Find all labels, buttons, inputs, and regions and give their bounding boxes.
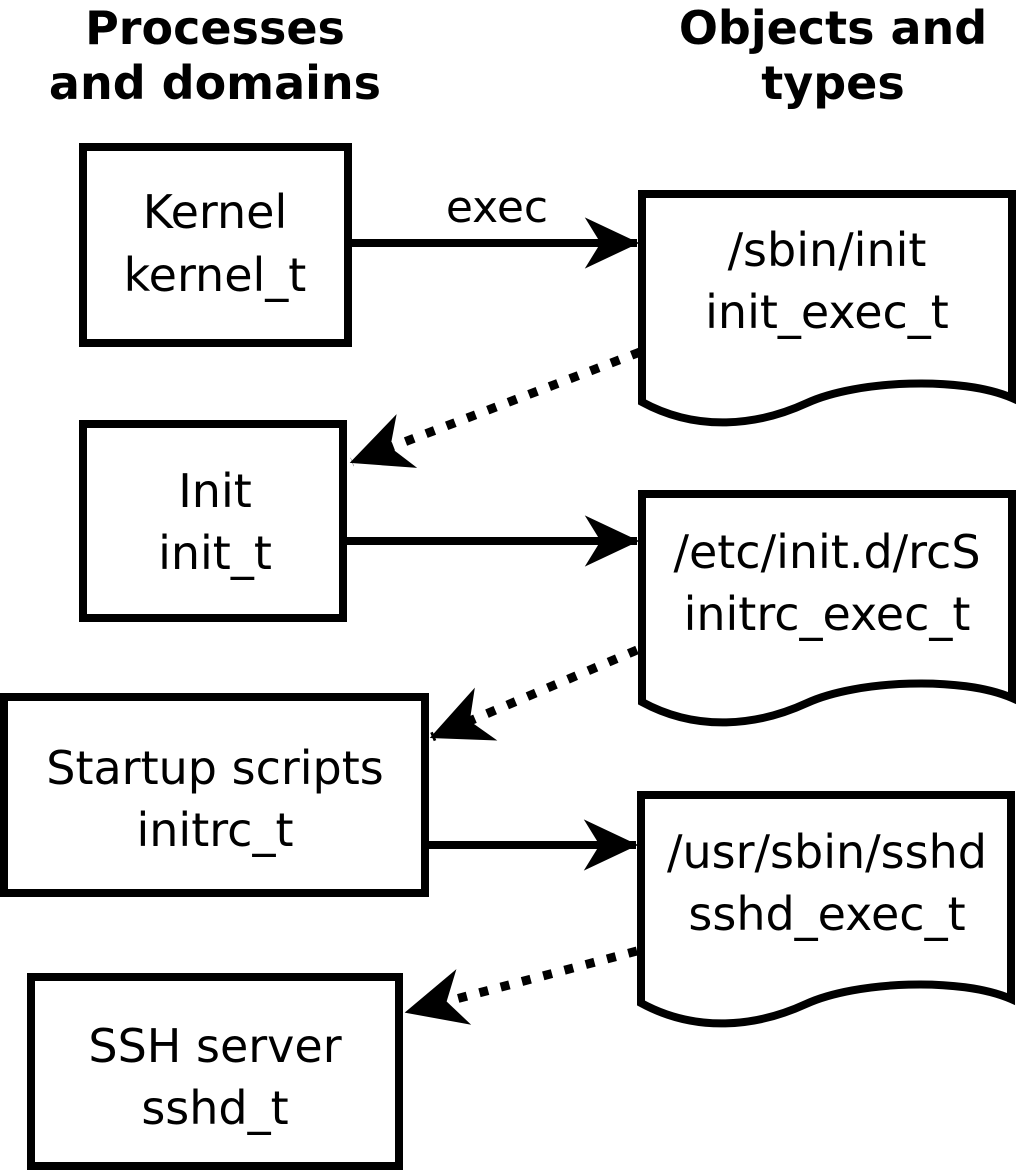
process-name: Startup scripts [46, 741, 384, 795]
process-domain: kernel_t [124, 248, 307, 302]
column-header-objects-line1: Objects and [679, 1, 987, 55]
process-box-init-rect [79, 420, 347, 622]
exec-arrow-label: exec [446, 182, 548, 233]
process-domain: sshd_t [141, 1081, 288, 1135]
object-path: /etc/init.d/rcS [673, 525, 980, 579]
process-box-init: Init init_t [79, 420, 347, 622]
object-type: initrc_exec_t [684, 587, 971, 641]
object-path: /sbin/init [728, 223, 927, 277]
transition-arrow-init-exec-to-init [349, 347, 642, 468]
process-name: SSH server [88, 1019, 341, 1073]
object-type: init_exec_t [705, 285, 949, 339]
object-doc-usr-sbin-sshd: /usr/sbin/sshd sshd_exec_t [641, 795, 1011, 1023]
column-header-objects: Objects and types [679, 1, 987, 110]
transition-arrow-sshd-exec-to-sshd [404, 946, 639, 1025]
process-box-kernel-rect [79, 143, 352, 347]
process-domain: init_t [158, 526, 272, 580]
process-box-kernel: Kernel kernel_t [79, 143, 352, 347]
process-name: Init [178, 464, 252, 518]
process-box-startup-scripts-rect [0, 693, 429, 897]
process-domain: initrc_t [137, 803, 294, 857]
transition-arrow-initrc-exec-to-initrc [429, 645, 639, 742]
process-box-startup-scripts: Startup scripts initrc_t [0, 693, 429, 897]
column-header-objects-line2: types [761, 56, 904, 110]
column-header-processes: Processes and domains [49, 1, 381, 110]
column-header-processes-line2: and domains [49, 56, 381, 110]
object-doc-sbin-init: /sbin/init init_exec_t [642, 194, 1012, 422]
column-header-processes-line1: Processes [85, 1, 345, 55]
object-type: sshd_exec_t [688, 887, 965, 941]
process-box-ssh-server-rect [27, 973, 403, 1170]
process-name: Kernel [143, 185, 288, 239]
process-box-ssh-server: SSH server sshd_t [27, 973, 403, 1170]
object-doc-etc-initd-rcS: /etc/init.d/rcS initrc_exec_t [642, 494, 1012, 722]
object-path: /usr/sbin/sshd [667, 825, 987, 879]
